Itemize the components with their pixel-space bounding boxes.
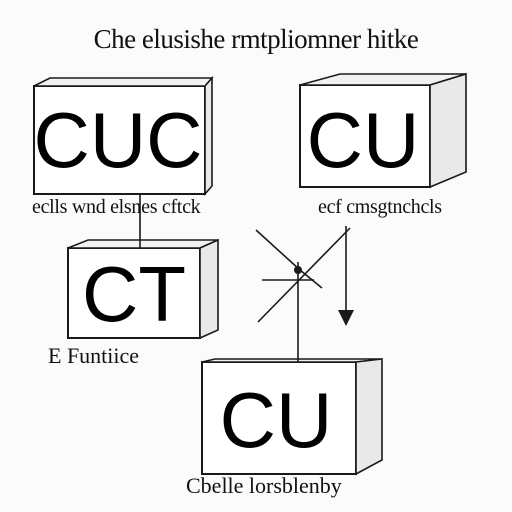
caption-right: ecf cmsgtnchcls [318,196,442,218]
caption-left: eclls wnd elsnes cftck [32,196,201,218]
caption-bottom: Cbelle lorsblenby [186,473,342,498]
box-cu-top-text: CU [307,96,420,184]
box-cuc: CUC [33,75,214,197]
caption-middle: E Funtiice [48,343,140,368]
diagram-title: Che elusishe rmtpliomner hitke [93,24,419,54]
box-ct-text: CT [82,250,186,338]
box-ct: CT [67,238,219,340]
box-cu-bottom-text: CU [220,376,333,464]
box-cu-bottom: CU [201,358,383,476]
connector-cross-a2 [299,269,323,289]
connector-cross-b [257,227,351,323]
junction-dot [294,266,302,274]
box-cu-top: CU [299,72,467,189]
box-cuc-text: CUC [34,96,203,184]
connectors [139,194,354,362]
connector-cross-a1 [255,229,301,271]
